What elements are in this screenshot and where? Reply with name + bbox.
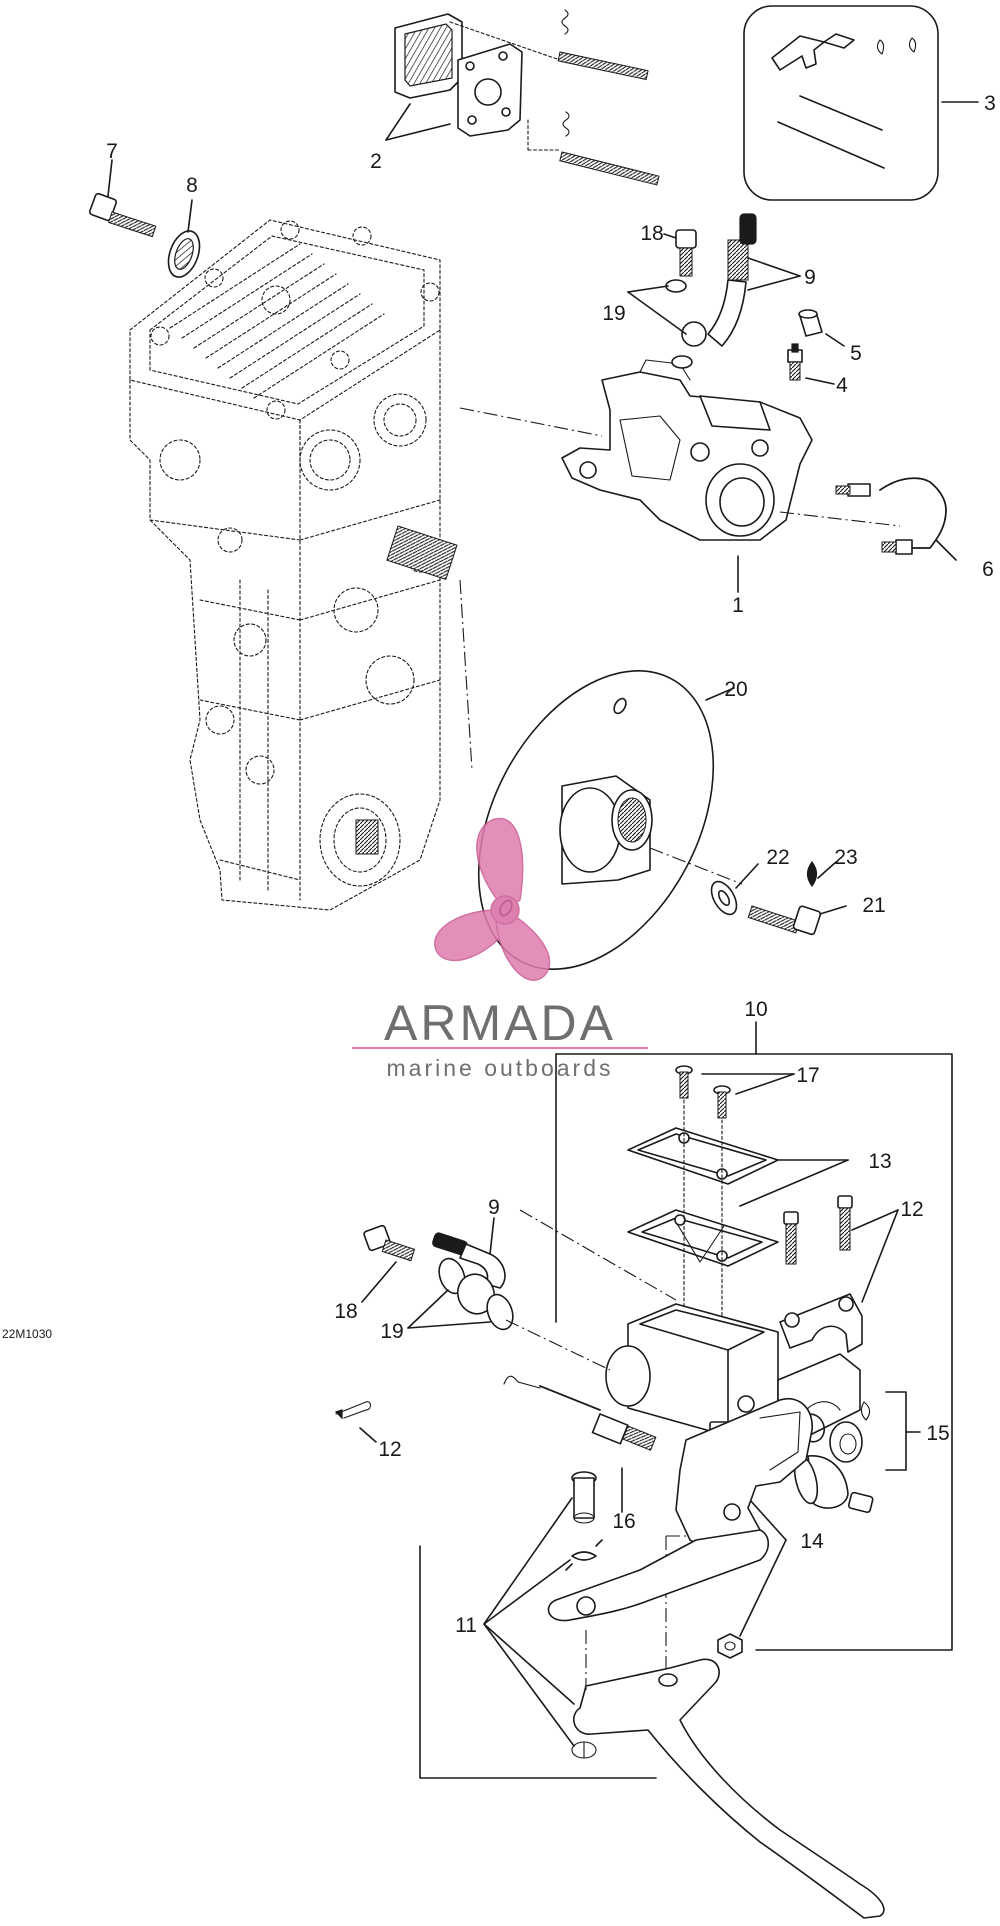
callout-19-top: 19 [602, 302, 625, 325]
lock-nut-icon [717, 1633, 743, 1659]
brake-pads-icon [394, 13, 561, 151]
bolt-icon [88, 192, 157, 238]
callout-5: 5 [850, 342, 862, 365]
callout-labels: 1 2 3 4 5 6 7 8 9 9 10 11 12 12 13 14 15… [2, 92, 996, 1637]
brake-switch-icon [503, 1375, 657, 1451]
watermark-brand: ARMADA [384, 995, 616, 1051]
brake-line-icon [835, 477, 947, 555]
banjo-fitting-icon [432, 1232, 506, 1289]
callout-9-top: 9 [804, 266, 816, 289]
callout-18-bottom: 18 [334, 1300, 357, 1323]
callout-4: 4 [836, 374, 848, 397]
watermark-logo: ARMADA marine outboards [352, 817, 648, 1081]
clamp-bolt-icon [783, 1195, 853, 1265]
callout-17: 17 [796, 1064, 819, 1087]
reservoir-cover-icon [627, 1127, 779, 1185]
brake-caliper-icon [561, 359, 813, 541]
return-spring-icon [565, 1539, 603, 1571]
callout-3: 3 [984, 92, 996, 115]
reservoir-cap-icon [829, 1401, 871, 1463]
assembly-boundary [555, 1053, 953, 1651]
banjo-bolt-icon [675, 229, 697, 277]
disc-bolt-icon [747, 905, 822, 936]
cotter-pin-icon [334, 1401, 372, 1420]
callout-1: 1 [732, 594, 744, 617]
crush-washer-icon [438, 1257, 514, 1331]
retaining-clip-icon [571, 1741, 597, 1759]
callout-11: 11 [455, 1614, 477, 1637]
caliper-hardware-kit [743, 5, 979, 201]
callout-13: 13 [868, 1150, 891, 1173]
cover-screw-icon [675, 1065, 731, 1119]
callout-22: 22 [766, 846, 789, 869]
crush-washer-icon [665, 279, 707, 369]
brake-lever-icon [547, 1397, 885, 1919]
bleeder-cap-icon [798, 309, 823, 337]
callout-15: 15 [926, 1422, 949, 1445]
handlebar-clamp-icon [779, 1293, 863, 1353]
propeller-icon [434, 817, 551, 981]
watermark-tagline: marine outboards [387, 1055, 614, 1081]
brake-hose-fitting-icon [707, 213, 757, 347]
callout-7: 7 [106, 140, 118, 163]
callout-12-pin: 12 [378, 1438, 401, 1461]
lever-pivot-pin-icon [571, 1471, 597, 1524]
callout-14: 14 [800, 1530, 824, 1553]
callout-16: 16 [612, 1510, 635, 1533]
callout-21: 21 [862, 894, 885, 917]
reservoir-diaphragm-icon [627, 1209, 779, 1267]
oil-drop-icon [806, 860, 818, 888]
brake-disc-icon [477, 670, 715, 970]
gearbox-housing-icon [129, 219, 458, 911]
callout-20: 20 [724, 678, 747, 701]
flat-washer-icon [710, 880, 738, 916]
washer-icon [167, 230, 201, 278]
diagram-code: 22M1030 [2, 1327, 52, 1341]
callout-8: 8 [186, 174, 198, 197]
banjo-bolt-icon [363, 1224, 416, 1262]
callout-18-top: 18 [640, 222, 663, 245]
bleeder-valve-icon [787, 343, 803, 381]
callout-19-bottom: 19 [380, 1320, 403, 1343]
caliper-pins-icon [557, 9, 660, 186]
callout-9-bottom: 9 [488, 1196, 500, 1219]
callout-12-clamp: 12 [900, 1198, 923, 1221]
callout-10: 10 [744, 998, 767, 1021]
callout-23: 23 [834, 846, 857, 869]
callout-2: 2 [370, 150, 382, 173]
callout-6: 6 [982, 558, 994, 581]
